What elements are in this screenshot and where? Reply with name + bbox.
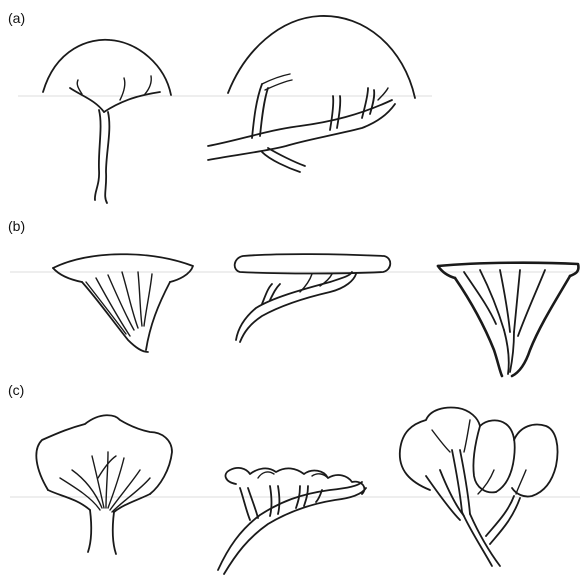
sketch-c1-corymbose: [36, 415, 172, 554]
sketch-c2-tabular-branches: [218, 468, 366, 574]
sketch-a1-small-dome: [43, 40, 171, 203]
sketch-a2-large-dome: [208, 16, 415, 172]
sketch-c3-arborescent: [400, 408, 558, 567]
sketch-b2-shelf-table: [235, 254, 391, 342]
sketch-b1-fan-table: [53, 254, 193, 352]
sketch-b3-thick-table: [438, 263, 578, 376]
